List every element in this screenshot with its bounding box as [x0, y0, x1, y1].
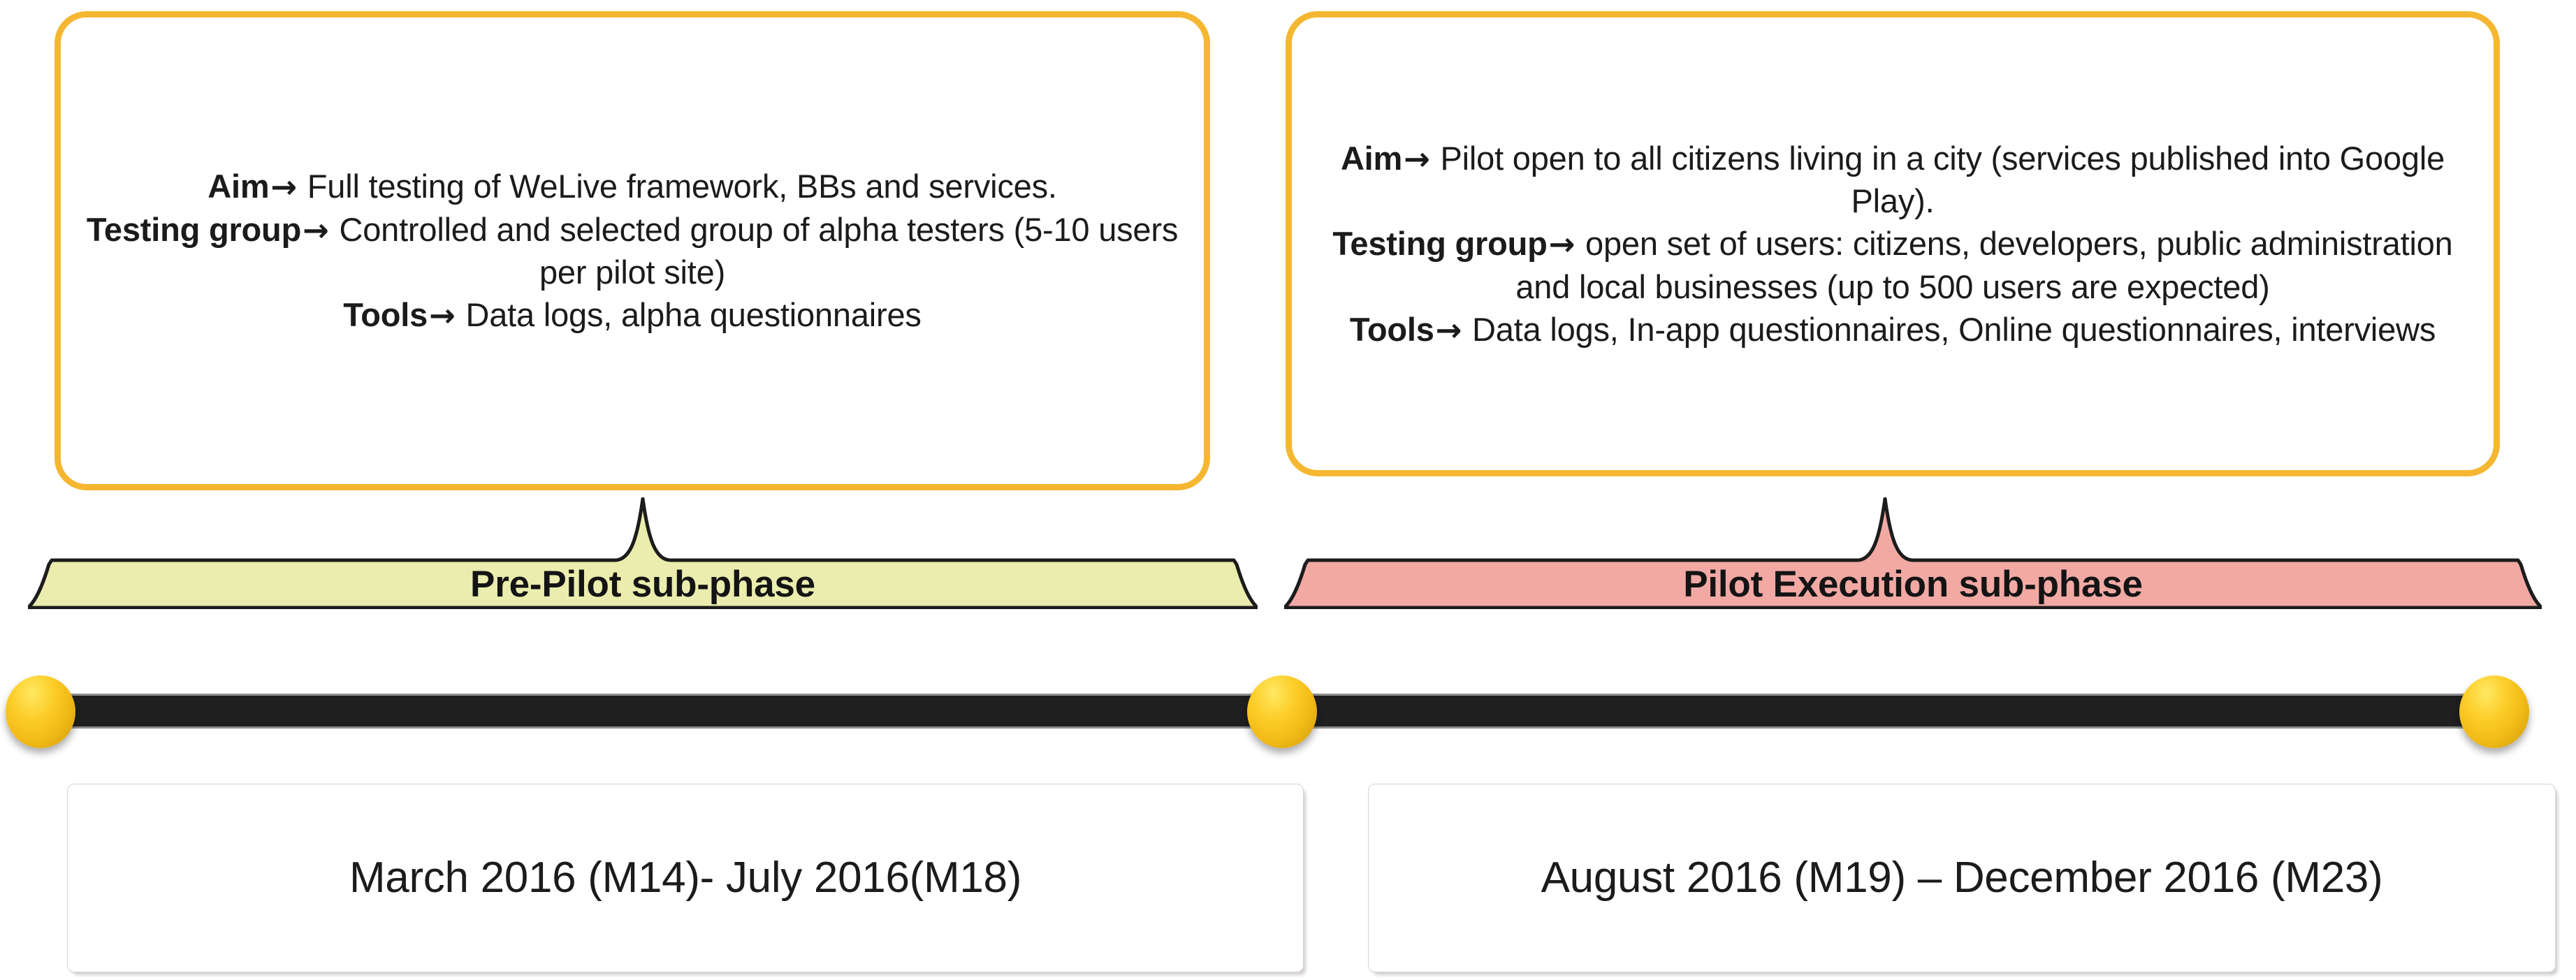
date-range-label-pre-pilot: March 2016 (M14)- July 2016(M18)	[349, 853, 1022, 902]
callout-text-pilot-execution: Aim→ Pilot open to all citizens living i…	[1292, 137, 2494, 351]
callout-value-testing-group: Controlled and selected group of alpha t…	[339, 210, 1179, 291]
phase-banner-label-pilot-execution: Pilot Execution sub-phase	[1683, 564, 2143, 605]
callout-box-pilot-execution: Aim→ Pilot open to all citizens living i…	[1286, 11, 2500, 476]
callout-key-testing-group: Testing group	[1332, 225, 1548, 263]
arrow-icon: →	[270, 168, 297, 206]
arrow-icon: →	[429, 297, 456, 335]
callout-box-pre-pilot: Aim→ Full testing of WeLive framework, B…	[54, 11, 1210, 490]
callout-line-aim: Aim→ Pilot open to all citizens living i…	[1316, 137, 2470, 223]
phase-banner-label-pre-pilot: Pre-Pilot sub-phase	[470, 564, 815, 605]
phase-banner-pre-pilot: Pre-Pilot sub-phase	[28, 497, 1258, 609]
arrow-icon: →	[1435, 311, 1462, 349]
callout-value-aim: Full testing of WeLive framework, BBs an…	[307, 168, 1057, 205]
callout-value-tools: Data logs, alpha questionnaires	[465, 296, 922, 334]
callout-key-testing-group: Testing group	[86, 210, 302, 248]
callout-key-tools: Tools	[343, 296, 428, 334]
callout-line-testing-group: Testing group→ Controlled and selected g…	[85, 208, 1180, 294]
banner-shape-pre-pilot	[28, 497, 1258, 609]
arrow-icon: →	[1404, 140, 1430, 177]
callout-value-aim: Pilot open to all citizens living in a c…	[1440, 139, 2445, 220]
callout-line-tools: Tools→ Data logs, alpha questionnaires	[85, 293, 1180, 337]
callout-line-aim: Aim→ Full testing of WeLive framework, B…	[85, 165, 1180, 208]
callout-text-pre-pilot: Aim→ Full testing of WeLive framework, B…	[61, 165, 1204, 337]
timeline-node-start[interactable]	[6, 675, 75, 748]
callout-key-aim: Aim	[208, 168, 270, 205]
callout-key-tools: Tools	[1349, 310, 1434, 348]
phase-banner-pilot-execution: Pilot Execution sub-phase	[1284, 497, 2542, 609]
arrow-icon: →	[1548, 226, 1576, 263]
timeline-node-middle[interactable]	[1247, 675, 1317, 748]
callout-value-testing-group: open set of users: citizens, developers,…	[1515, 225, 2453, 305]
timeline-node-end[interactable]	[2459, 675, 2529, 748]
callout-line-testing-group: Testing group→ open set of users: citize…	[1316, 222, 2470, 308]
callout-line-tools: Tools→ Data logs, In-app questionnaires,…	[1316, 308, 2470, 351]
date-range-label-pilot-execution: August 2016 (M19) – December 2016 (M23)	[1541, 853, 2383, 902]
date-range-box-pre-pilot: March 2016 (M14)- July 2016(M18)	[67, 784, 1304, 972]
banner-shape-pilot-execution	[1284, 497, 2542, 609]
callout-value-tools: Data logs, In-app questionnaires, Online…	[1472, 310, 2436, 348]
arrow-icon: →	[303, 211, 329, 249]
callout-key-aim: Aim	[1340, 139, 1403, 177]
date-range-box-pilot-execution: August 2016 (M19) – December 2016 (M23)	[1368, 784, 2556, 972]
